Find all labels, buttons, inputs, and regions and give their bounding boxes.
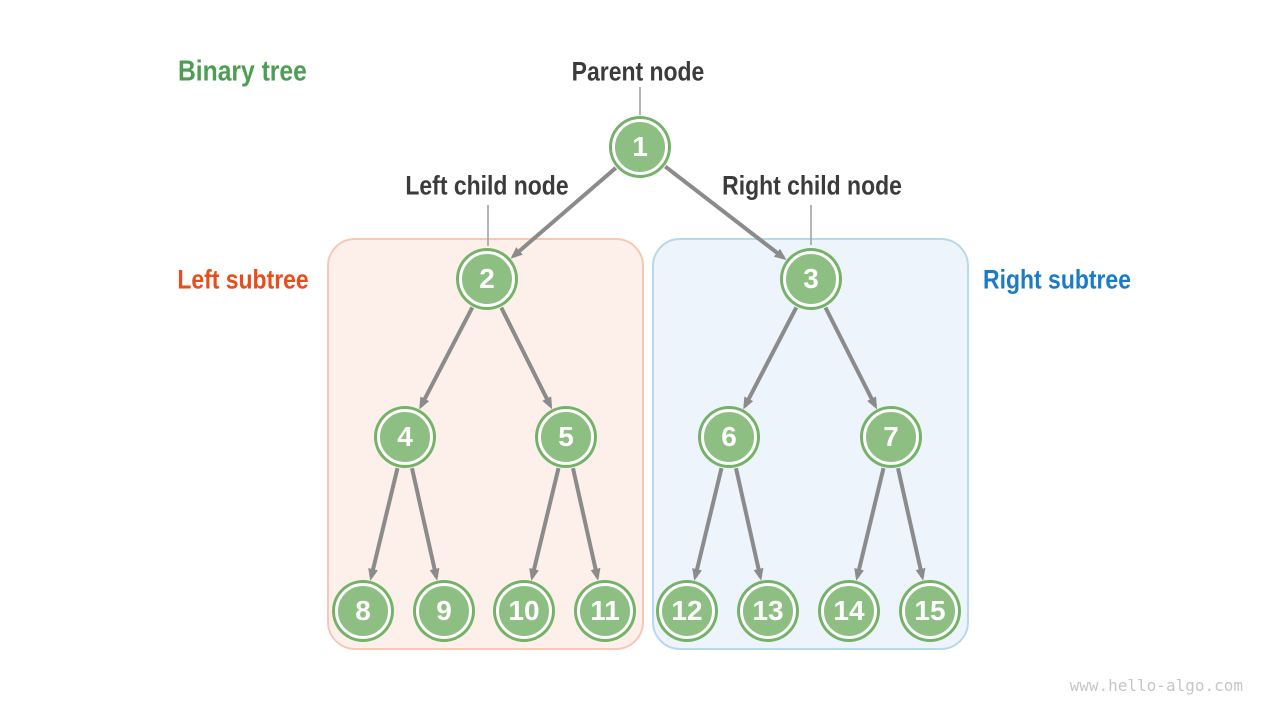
edge-5-10 bbox=[529, 467, 561, 581]
edge-1-3 bbox=[664, 165, 787, 261]
edge-1-2 bbox=[510, 166, 618, 259]
edge-2-4 bbox=[419, 306, 475, 410]
left-subtree-label: Left subtree bbox=[177, 264, 309, 295]
edge-2-5 bbox=[499, 306, 553, 410]
edge-7-15 bbox=[896, 467, 926, 581]
diagram-title: Binary tree bbox=[178, 55, 307, 88]
edge-4-9 bbox=[410, 467, 440, 581]
edge-3-6 bbox=[743, 306, 799, 410]
edge-3-7 bbox=[823, 306, 878, 410]
edge-7-14 bbox=[854, 467, 886, 581]
edge-6-12 bbox=[692, 467, 724, 581]
right-subtree-label: Right subtree bbox=[983, 264, 1131, 295]
parent-node-label: Parent node bbox=[571, 56, 705, 87]
edge-4-8 bbox=[368, 467, 400, 581]
edge-5-11 bbox=[571, 467, 601, 581]
left-child-node-label: Left child node bbox=[405, 170, 569, 201]
watermark: www.hello-algo.com bbox=[1069, 676, 1243, 695]
right-child-node-label: Right child node bbox=[722, 170, 902, 201]
edge-6-13 bbox=[734, 467, 764, 581]
